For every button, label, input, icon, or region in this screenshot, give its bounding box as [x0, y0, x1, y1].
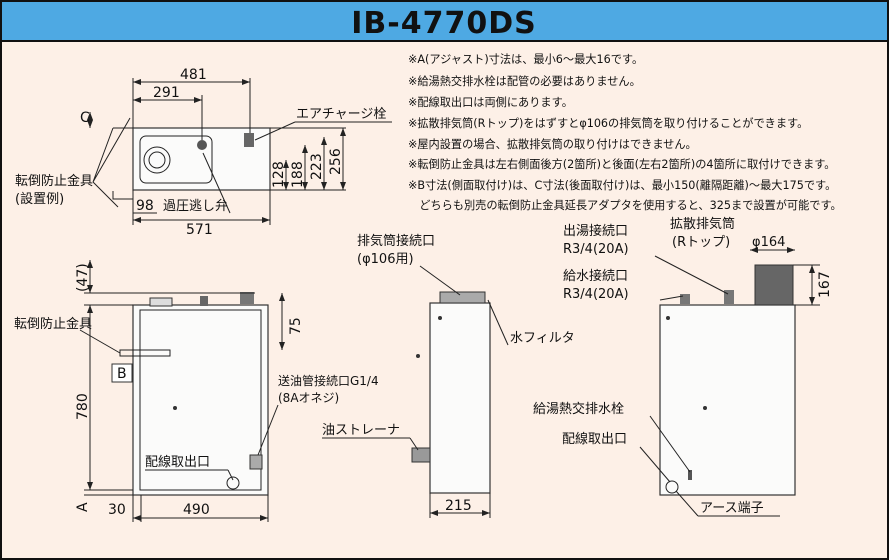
label-oil-strainer: 油ストレーナ — [322, 423, 400, 438]
label-water-filter: 水フィルタ — [510, 331, 575, 346]
notes: ※A(アジャスト)寸法は、最小6～最大16です。 ※給湯熱交排水栓は配管の必要は… — [408, 52, 842, 212]
label-tip-guard-note: (設置例) — [15, 191, 64, 207]
label-relief-valve: 過圧逃し弁 — [163, 199, 228, 214]
dim-b: B — [117, 366, 127, 382]
dim-490: 490 — [183, 502, 210, 518]
label-water-in-size: R3/4(20A) — [563, 287, 629, 302]
label-hot-out-size: R3/4(20A) — [563, 242, 629, 257]
dim-a: A — [75, 502, 91, 512]
dim-30: 30 — [108, 502, 126, 518]
note: ※B寸法(側面取付け)は、C寸法(後面取付け)は、最小150(離隔距離)～最大1… — [408, 178, 836, 192]
dim-164: φ164 — [752, 235, 785, 250]
dim-256: 256 — [328, 148, 344, 175]
label-wiring-front: 配線取出口 — [145, 454, 210, 470]
label-oil-pipe: 送油管接続口G1/4 — [278, 373, 379, 388]
rear-view: φ164 167 出湯接続口 R3/4(20A) 拡散排気筒 (Rトップ) 給水… — [533, 216, 833, 517]
note: ※配線取出口は両側にあります。 — [408, 95, 573, 109]
header-bar — [0, 0, 889, 42]
note: ※拡散排気筒(Rトップ)をはずすとφ106の排気筒を取り付けることができます。 — [408, 116, 808, 130]
note: ※屋内設置の場合、拡散排気筒の取り付けはできません。 — [408, 137, 697, 151]
dim-128: 128 — [271, 161, 287, 188]
note: ※A(アジャスト)寸法は、最小6～最大16です。 — [408, 52, 643, 66]
dim-571: 571 — [186, 222, 213, 238]
dim-223: 223 — [309, 153, 325, 180]
dim-481: 481 — [180, 67, 207, 83]
label-tip-guard: 転倒防止金具 — [15, 173, 93, 189]
dim-291: 291 — [153, 85, 180, 101]
dim-167: 167 — [817, 271, 833, 298]
note: どちらも別売の転倒防止金具延長アダプタを使用すると、325まで設置が可能です。 — [408, 198, 842, 212]
note: ※給湯熱交排水栓は配管の必要はありません。 — [408, 74, 641, 88]
label-oil-pipe-note: (8Aオネジ) — [278, 391, 339, 405]
label-hot-out: 出湯接続口 — [563, 223, 628, 239]
dim-215: 215 — [445, 498, 472, 514]
side-view: 215 排気筒接続口 (φ106用) 水フィルタ 油ストレーナ — [322, 233, 575, 518]
dim-47: (47) — [75, 263, 91, 292]
note: ※転倒防止金具は左右側面後方(2箇所)と後面(左右2箇所)の4箇所に取付けできま… — [408, 157, 835, 171]
label-ground: アース端子 — [700, 501, 764, 516]
dim-98: 98 — [136, 198, 154, 214]
dim-780: 780 — [75, 393, 91, 420]
model-title: IB-4770DS — [351, 6, 536, 41]
label-diffuser-note: (Rトップ) — [672, 235, 730, 250]
label-diffuser: 拡散排気筒 — [670, 216, 735, 232]
label-exhaust: 排気筒接続口 — [357, 233, 435, 249]
top-view: 481 291 C 571 98 128 188 223 256 エアチャージ栓… — [15, 67, 392, 238]
dim-75: 75 — [288, 317, 304, 335]
label-wiring-rear: 配線取出口 — [562, 431, 627, 447]
label-air-charge: エアチャージ栓 — [296, 107, 386, 122]
dim-188: 188 — [290, 161, 306, 188]
label-tip-guard-front: 転倒防止金具 — [14, 316, 92, 332]
label-water-in: 給水接続口 — [563, 268, 628, 284]
front-view: (47) 780 A 75 30 490 B 転倒防止金具 送油管接続口G1/4… — [14, 260, 379, 522]
dim-c: C — [80, 110, 90, 126]
label-drain: 給湯熱交排水栓 — [533, 401, 624, 417]
label-exhaust-note: (φ106用) — [357, 252, 414, 267]
